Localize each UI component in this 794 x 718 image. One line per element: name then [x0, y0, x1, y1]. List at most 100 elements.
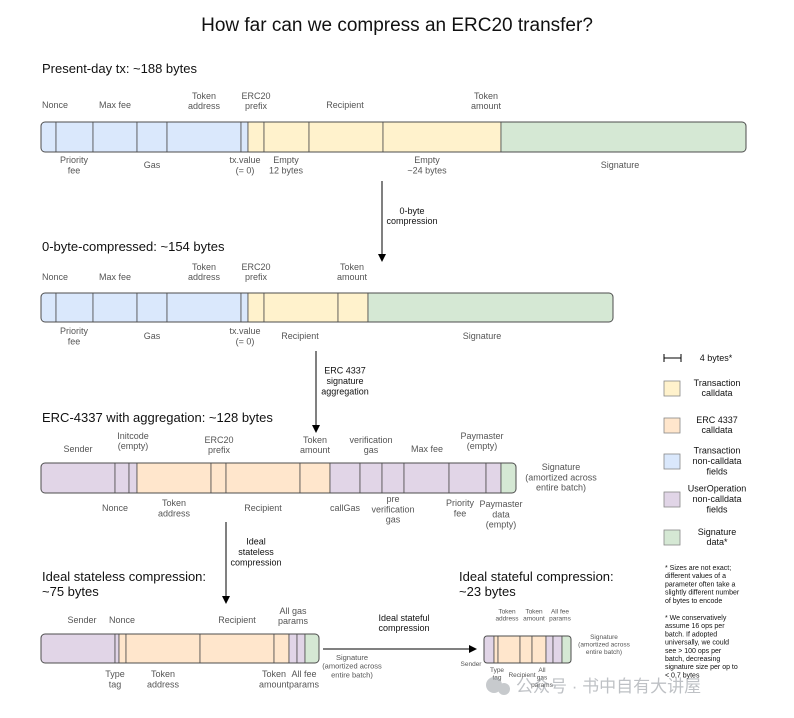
bar-segment	[296, 634, 306, 663]
field-label-max-fee: Max fee	[99, 100, 131, 110]
field-label-signature: Signature	[463, 331, 502, 341]
bar-present	[40, 121, 747, 153]
bar-segment	[359, 463, 383, 493]
legend-scale-label: 4 bytes*	[700, 353, 733, 363]
field-label-recipient: Recipient	[326, 100, 364, 110]
bar-segment	[92, 122, 138, 152]
watermark-text: 公众号 · 书中自有大讲屋	[516, 677, 701, 696]
bar-segment	[403, 463, 450, 493]
bar-segment	[240, 293, 249, 322]
bar-segment	[118, 634, 127, 663]
bar-segment	[114, 634, 120, 663]
bar-segment	[519, 636, 533, 663]
bar-segment	[136, 463, 212, 493]
bar-segment	[199, 634, 275, 663]
section-title-erc4337: ERC-4337 with aggregation: ~128 bytes	[42, 410, 273, 425]
bar-segment	[484, 636, 495, 663]
bar-erc4337	[40, 462, 517, 494]
bar-zero-byte	[40, 292, 614, 323]
field-label-nonce: Nonce	[102, 503, 128, 513]
page-title: How far can we compress an ERC20 transfe…	[201, 15, 593, 36]
bar-segment	[448, 463, 487, 493]
bar-segment	[497, 636, 521, 663]
watermark: 公众号 · 书中自有大讲屋	[486, 677, 701, 696]
field-label-callgas: callGas	[330, 503, 361, 513]
field-label-paymaster: Paymaster(empty)	[460, 431, 503, 451]
section-title-stateless: Ideal stateless compression:~75 bytes	[42, 569, 206, 599]
field-label-recipient: Recipient	[244, 503, 282, 513]
field-label-max-fee: Max fee	[411, 444, 443, 454]
bar-segment	[41, 634, 116, 663]
bar-outline	[40, 121, 747, 153]
legend-note-sizes: * Sizes are not exact;different values o…	[665, 565, 740, 605]
field-label-nonce: Nonce	[42, 100, 68, 110]
bar-segment	[125, 634, 201, 663]
legend-swatch	[663, 380, 681, 397]
section-title-zero-byte: 0-byte-compressed: ~154 bytes	[42, 239, 225, 254]
field-label-sender: Sender	[461, 661, 483, 668]
field-label-empty-24: Empty~24 bytes	[407, 155, 447, 175]
bar-segment	[263, 122, 310, 152]
bar-segment	[41, 463, 116, 493]
bar-segment	[500, 463, 516, 493]
legend-swatch	[663, 417, 681, 434]
field-label-tx-value: tx.value(= 0)	[229, 155, 260, 175]
bar-segment	[552, 636, 563, 663]
field-label-recipient: Recipient	[218, 615, 256, 625]
section-title-stateful: Ideal stateful compression:~23 bytes	[459, 569, 614, 599]
bar-outline	[40, 292, 614, 323]
field-label-initcode: Initcode(empty)	[117, 431, 149, 451]
section-title-present: Present-day tx: ~188 bytes	[42, 61, 198, 76]
bar-segment	[166, 122, 242, 152]
bar-segment	[136, 293, 168, 322]
bar-segment	[273, 634, 290, 663]
bar-segment	[55, 122, 94, 152]
bar-segment	[500, 122, 746, 152]
legend-swatch	[663, 491, 681, 508]
bar-segment	[55, 293, 94, 322]
field-label-nonce: Nonce	[42, 272, 68, 282]
bar-segment	[166, 293, 242, 322]
bar-segment	[41, 122, 57, 152]
bar-segment	[531, 636, 547, 663]
field-label-sender: Sender	[63, 444, 92, 454]
bar-segment	[128, 463, 138, 493]
field-label-signature: Signature	[601, 160, 640, 170]
bar-segment	[299, 463, 331, 493]
bar-segment	[493, 636, 499, 663]
field-label-nonce: Nonce	[109, 615, 135, 625]
bar-outline	[40, 633, 320, 664]
bar-segment	[337, 293, 369, 322]
